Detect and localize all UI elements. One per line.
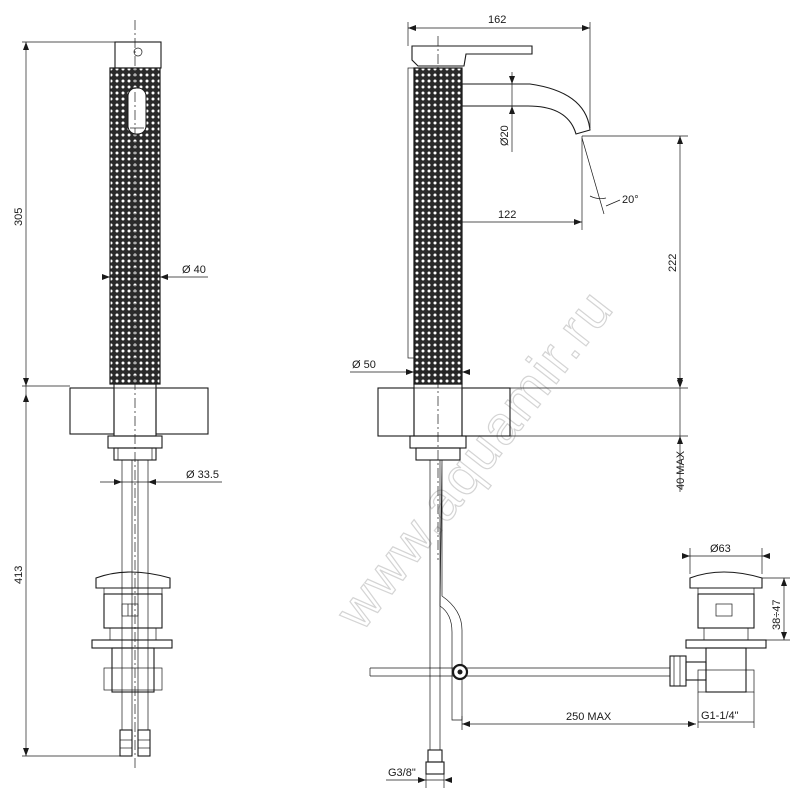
dim-hose-diameter: Ø 33.5: [186, 469, 219, 481]
dim-deck-thickness: 40 MAX: [675, 450, 687, 490]
dim-waste-thread: G1-1/4": [701, 710, 739, 722]
side-deck-right: [461, 387, 511, 437]
dim-hose-thread: G3/8": [388, 767, 416, 779]
side-deck-left: [377, 387, 415, 437]
watermark-text: www.aquamir.ru: [324, 278, 626, 641]
deck-section-right: [155, 387, 209, 435]
dim-body-diameter: Ø 40: [182, 264, 206, 276]
dim-spout-diameter: Ø20: [499, 125, 511, 146]
dim-305: 305: [13, 208, 25, 226]
dim-rod-length: 250 MAX: [566, 711, 612, 723]
side-waste-body: [697, 593, 755, 629]
side-view: 162 Ø20 122 20° 222 Ø 50: [350, 14, 790, 788]
side-hose-rear: [439, 459, 463, 721]
dim-waste-height: 38÷47: [771, 599, 783, 630]
dim-angle: 20°: [622, 194, 639, 206]
braided-hose-right: [137, 459, 149, 731]
dim-222: 222: [667, 254, 679, 272]
spout: [461, 83, 591, 135]
spout-opening: [127, 87, 147, 135]
lever-pivot: [133, 47, 143, 57]
dim-waste-diameter: Ø63: [710, 543, 731, 555]
dim-162: 162: [488, 14, 506, 26]
dim-base-diameter: Ø 50: [352, 359, 376, 371]
popup-cap: [95, 571, 171, 589]
dim-413: 413: [13, 566, 25, 584]
front-view: 305 413 Ø 40 Ø 33.5: [13, 20, 222, 768]
braided-hose-left: [121, 459, 133, 731]
dim-122: 122: [498, 209, 516, 221]
side-popup-cap: [689, 571, 763, 589]
waste-body: [103, 593, 163, 629]
lever-handle: [411, 45, 533, 67]
deck-section-left: [69, 387, 115, 435]
body-top-cap: [114, 41, 162, 69]
